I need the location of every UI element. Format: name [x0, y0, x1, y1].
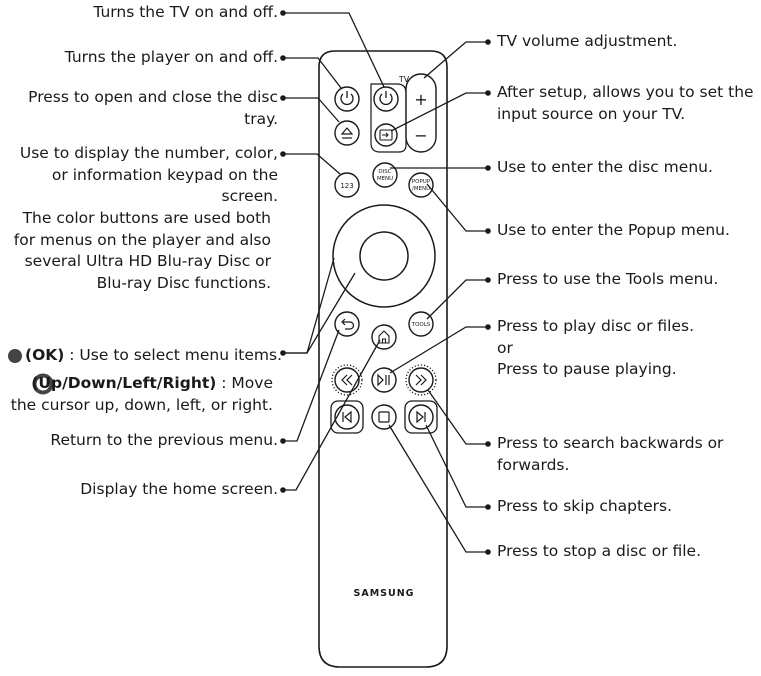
- eject-icon: [340, 127, 354, 135]
- power-icon: [379, 93, 393, 106]
- label-tv-power: Turns the TV on and off.: [93, 3, 278, 21]
- label-input: After setup, allows you to set the input…: [497, 83, 754, 123]
- svg-text:DISC: DISC: [378, 169, 391, 175]
- callout-lines: [283, 12, 488, 553]
- ok-button: [359, 231, 409, 281]
- input-source-button: [374, 123, 398, 147]
- svg-text:POPUP: POPUP: [412, 179, 431, 185]
- direction-legend-icon: [32, 373, 54, 395]
- return-icon: [341, 318, 355, 330]
- label-back: Return to the previous menu.: [50, 431, 278, 449]
- return-button: [334, 311, 360, 337]
- fast-forward-button: [408, 367, 434, 393]
- tv-group-outline: [370, 83, 407, 153]
- rewind-button: [334, 367, 360, 393]
- stop-button: [371, 404, 397, 430]
- play-pause-icon: [377, 373, 390, 387]
- skip-forward-icon: [416, 410, 426, 424]
- svg-text:123: 123: [340, 182, 353, 190]
- label-eject: Press to open and close the disc tray.: [28, 88, 278, 128]
- home-button: [371, 324, 397, 350]
- label-volume: TV volume adjustment.: [497, 32, 678, 50]
- label-skip: Press to skip chapters.: [497, 497, 673, 515]
- play-pause-button: [371, 367, 397, 393]
- disc-menu-button: DISC MENU: [372, 162, 398, 188]
- tv-power-button: [373, 86, 399, 112]
- label-color-buttons: The color buttons are used both for menu…: [13, 209, 271, 292]
- svg-text:MENU: MENU: [377, 176, 393, 182]
- skip-forward-button: [408, 404, 434, 430]
- volume-up-icon: +: [414, 90, 427, 109]
- svg-text:/MENU: /MENU: [412, 186, 430, 192]
- label-stop: Press to stop a disc or file.: [497, 542, 702, 560]
- home-icon: [378, 330, 390, 344]
- eject-button: [334, 120, 360, 146]
- label-play-pause: Press to play disc or files. or Press to…: [497, 317, 695, 378]
- svg-text:TOOLS: TOOLS: [411, 322, 431, 328]
- label-popup-menu: Use to enter the Popup menu.: [497, 221, 730, 239]
- ok-legend-icon: [8, 349, 22, 363]
- volume-rocker: [405, 73, 437, 153]
- volume-down-icon: −: [414, 126, 427, 145]
- stop-icon: [378, 411, 390, 423]
- tools-button: TOOLS: [408, 311, 434, 337]
- label-search: Press to search backwards or forwards.: [497, 434, 724, 474]
- player-power-button: [334, 86, 360, 112]
- brand-logo: SAMSUNG: [354, 588, 415, 599]
- label-home: Display the home screen.: [80, 480, 278, 498]
- skip-back-button: [334, 404, 360, 430]
- label-keypad: Use to display the number, color, or inf…: [19, 144, 278, 205]
- label-direction: (Up/Down/Left/Right) : Move the cursor u…: [10, 374, 273, 414]
- callout-dots: [280, 10, 491, 555]
- label-ok: (OK) : Use to select menu items.: [25, 346, 283, 364]
- tv-tag: TV: [398, 75, 410, 84]
- keypad-123-button: 123: [334, 172, 360, 198]
- power-icon: [340, 93, 354, 106]
- input-icon: [379, 129, 393, 141]
- popup-menu-button: POPUP /MENU: [408, 172, 434, 198]
- label-disc-menu: Use to enter the disc menu.: [497, 158, 713, 176]
- fast-forward-icon: [415, 374, 427, 386]
- label-tools: Press to use the Tools menu.: [497, 270, 719, 288]
- rewind-icon: [341, 374, 353, 386]
- label-player-power: Turns the player on and off.: [64, 48, 278, 66]
- skip-back-icon: [342, 410, 352, 424]
